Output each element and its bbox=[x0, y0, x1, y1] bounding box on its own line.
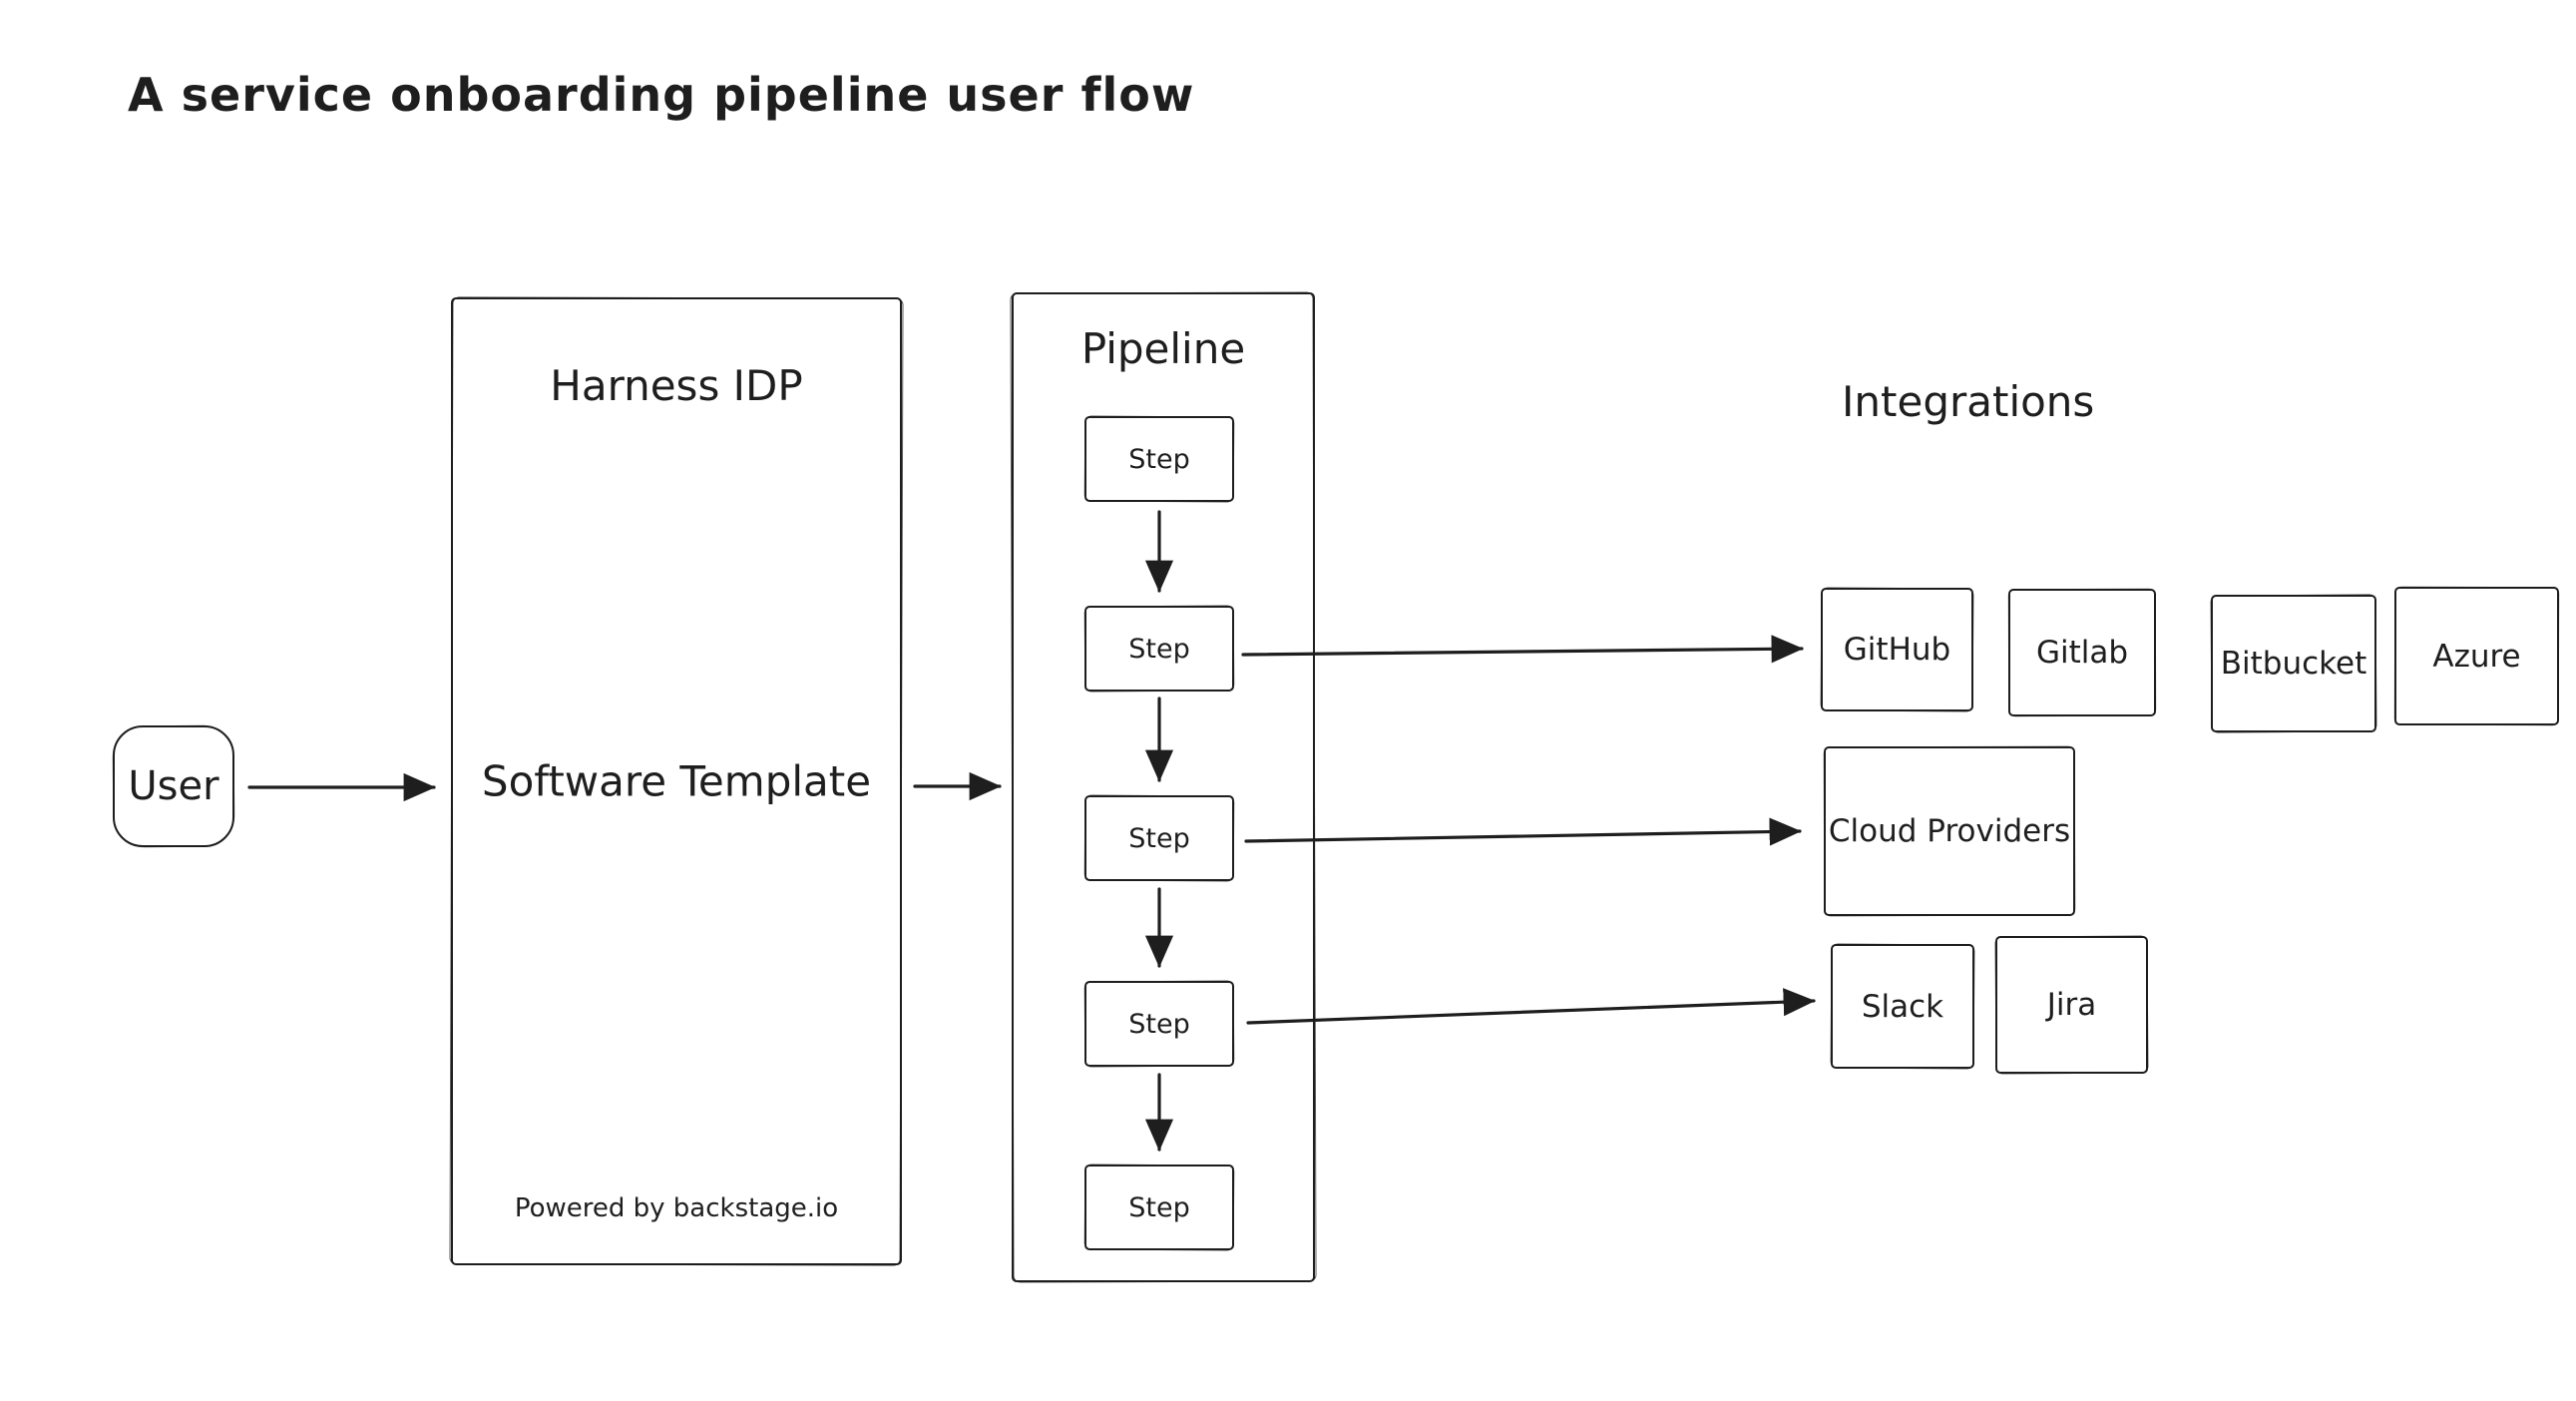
pipeline-step-1: Step bbox=[1084, 416, 1234, 502]
integration-github: GitHub bbox=[1821, 588, 1973, 711]
pipeline-step-5: Step bbox=[1084, 1165, 1234, 1250]
integration-bitbucket-label: Bitbucket bbox=[2220, 646, 2367, 682]
user-node-label: User bbox=[128, 763, 219, 809]
arrow-step4-to-collaboration bbox=[1246, 988, 1816, 1025]
pipeline-step-3: Step bbox=[1084, 795, 1234, 881]
integration-slack-label: Slack bbox=[1861, 988, 1944, 1025]
pipeline-step-2: Step bbox=[1084, 606, 1234, 692]
pipeline-title: Pipeline bbox=[1080, 324, 1246, 373]
integrations-title: Integrations bbox=[1842, 377, 2095, 426]
integration-azure: Azure bbox=[2394, 587, 2559, 725]
pipeline-step-3-label: Step bbox=[1128, 822, 1190, 854]
integration-azure-label: Azure bbox=[2432, 638, 2521, 675]
integration-jira-label: Jira bbox=[2046, 987, 2097, 1023]
integration-gitlab-label: Gitlab bbox=[2035, 635, 2129, 671]
pipeline-step-2-label: Step bbox=[1128, 633, 1190, 665]
pipeline-step-4-label: Step bbox=[1128, 1008, 1190, 1040]
integration-github-label: GitHub bbox=[1843, 632, 1951, 668]
integration-cloud-providers-label: Cloud Providers bbox=[1828, 813, 2071, 849]
integration-slack: Slack bbox=[1831, 944, 1974, 1069]
integration-bitbucket: Bitbucket bbox=[2211, 595, 2376, 732]
user-node: User bbox=[113, 725, 234, 847]
integration-cloud-providers: Cloud Providers bbox=[1824, 746, 2075, 916]
integration-jira: Jira bbox=[1995, 936, 2148, 1074]
arrow-step2-to-git-providers bbox=[1241, 635, 1804, 664]
pipeline-step-1-label: Step bbox=[1128, 443, 1190, 475]
software-template-label: Software Template bbox=[481, 756, 872, 806]
integration-gitlab: Gitlab bbox=[2008, 589, 2156, 716]
diagram-title: A service onboarding pipeline user flow bbox=[128, 68, 1195, 122]
harness-idp-container: Harness IDP Software Template Powered by… bbox=[451, 297, 902, 1265]
arrow-step3-to-cloud-providers bbox=[1244, 817, 1802, 846]
pipeline-step-4: Step bbox=[1084, 981, 1234, 1067]
harness-idp-title: Harness IDP bbox=[550, 361, 803, 410]
powered-by-backstage-label: Powered by backstage.io bbox=[514, 1193, 839, 1223]
pipeline-step-5-label: Step bbox=[1128, 1191, 1190, 1223]
